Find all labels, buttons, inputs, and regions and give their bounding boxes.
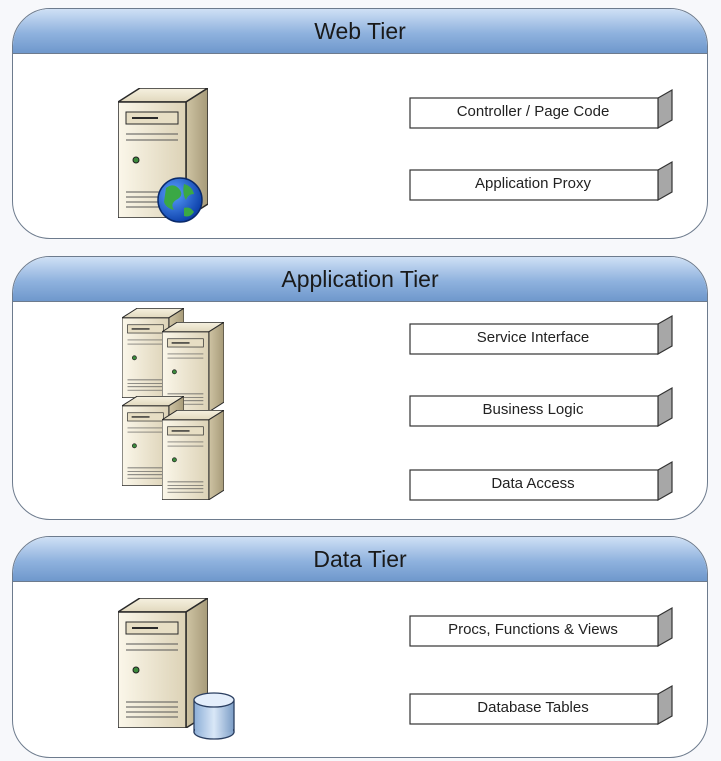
component-service-interface: Service Interface <box>408 314 676 356</box>
database-server-icon <box>118 598 238 743</box>
component-database-tables: Database Tables <box>408 684 676 726</box>
component-label: Application Proxy <box>475 174 591 192</box>
component-label: Controller / Page Code <box>456 102 610 120</box>
component-label: Data Access <box>491 474 575 492</box>
data-tier-title: Data Tier <box>13 537 707 582</box>
component-label: Business Logic <box>482 400 584 418</box>
component-label: Service Interface <box>476 328 590 346</box>
component-label: Procs, Functions & Views <box>448 620 618 638</box>
component-procs-functions-views: Procs, Functions & Views <box>408 606 676 648</box>
application-tier-title: Application Tier <box>13 257 707 302</box>
component-business-logic: Business Logic <box>408 386 676 428</box>
component-label: Database Tables <box>477 698 589 716</box>
component-controller-page-code: Controller / Page Code <box>408 88 676 130</box>
application-server-cluster-icon <box>118 308 268 508</box>
web-tier-title: Web Tier <box>13 9 707 54</box>
component-data-access: Data Access <box>408 460 676 502</box>
web-server-globe-icon <box>118 88 238 228</box>
component-application-proxy: Application Proxy <box>408 160 676 202</box>
